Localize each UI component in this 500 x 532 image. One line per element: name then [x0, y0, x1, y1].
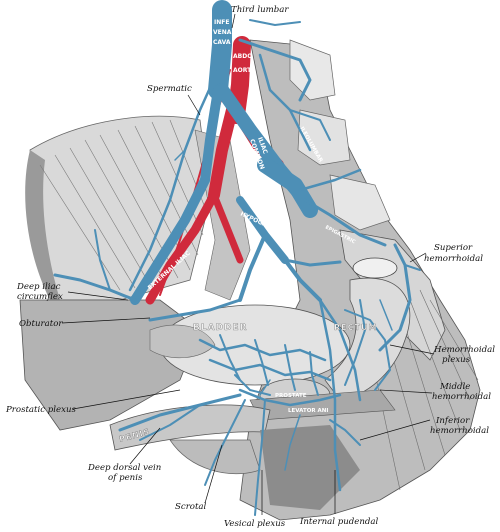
label-hemorrhoidal-plexus-2: plexus — [442, 355, 471, 365]
label-middle-hemorrhoidal-1: Middle — [439, 382, 470, 392]
label-vesical-plexus: Vesical plexus — [224, 519, 286, 529]
label-deep-dorsal-vein-2: of penis — [108, 473, 143, 483]
bladder-label: BLADDER — [193, 323, 248, 333]
ivc-label-3: CAVA — [213, 39, 231, 46]
label-obturator: Obturator — [19, 319, 63, 329]
label-superior-hemorrhoidal-2: hemorrhoidal — [424, 254, 483, 264]
anatomy-background — [19, 39, 481, 521]
aorta-label-1: ABDO — [233, 53, 252, 60]
label-superior-hemorrhoidal-1: Superior — [434, 243, 473, 253]
label-prostatic-plexus: Prostatic plexus — [5, 405, 77, 415]
aorta-label-2: AORT — [233, 67, 252, 74]
label-deep-iliac-2: circumflex — [17, 292, 63, 302]
label-hemorrhoidal-plexus-1: Hemorrhoidal — [433, 345, 495, 355]
label-inferior-hemorrhoidal-1: Inferior — [435, 416, 470, 426]
label-deep-iliac-1: Deep iliac — [16, 282, 61, 292]
ivc-label-2: VENA — [213, 29, 232, 36]
label-deep-dorsal-vein-1: Deep dorsal vein — [87, 463, 161, 473]
leader-lines — [61, 13, 435, 515]
levator-ani-label: LEVATOR ANI — [288, 408, 328, 414]
label-middle-hemorrhoidal-2: hemorrhoidal — [432, 392, 491, 402]
label-internal-pudendal: Internal pudendal — [299, 517, 378, 527]
label-scrotal: Scrotal — [175, 502, 207, 512]
veins — [53, 0, 421, 516]
label-third-lumbar: Third lumbar — [231, 5, 289, 15]
prostate-label: PROSTATE — [275, 393, 307, 399]
label-spermatic: Spermatic — [147, 84, 192, 94]
ivc-label-1: INFE — [214, 19, 229, 26]
callout-labels: Third lumbar Spermatic Deep iliac circum… — [5, 5, 495, 529]
rectum-label: RECTUM — [334, 323, 377, 332]
label-inferior-hemorrhoidal-2: hemorrhoidal — [430, 426, 489, 436]
